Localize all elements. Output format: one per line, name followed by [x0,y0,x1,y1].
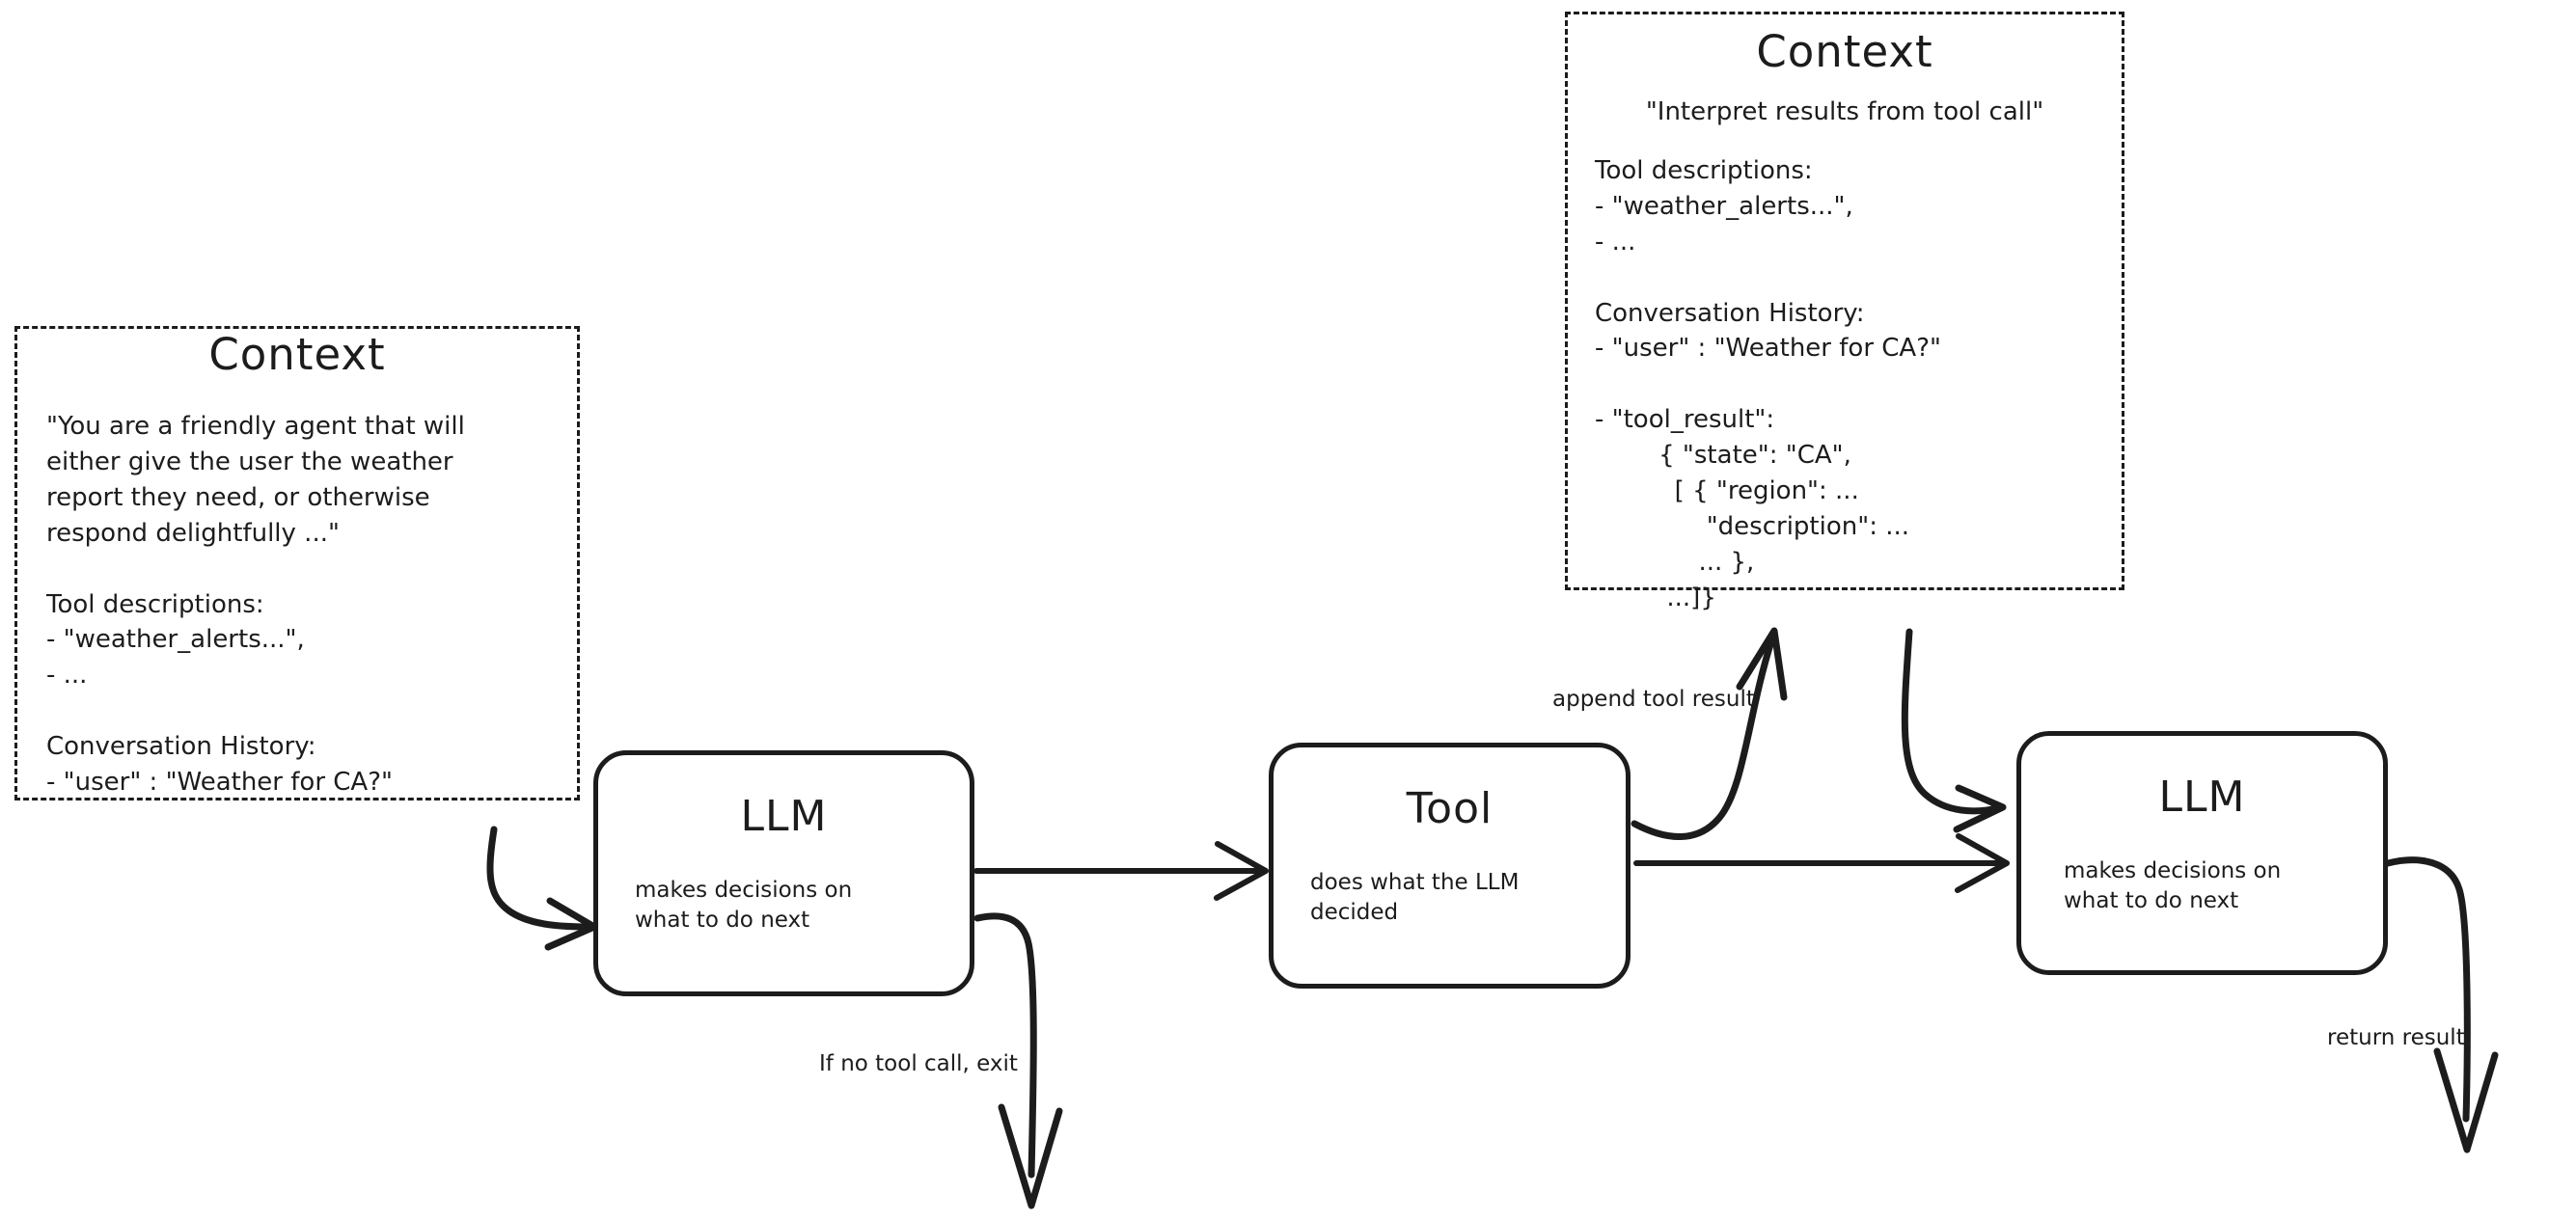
node-llm-1[interactable]: LLM makes decisions on what to do next [593,750,974,996]
context-right-quote: "Interpret results from tool call" [1645,97,2044,126]
context-box-right: Context "Interpret results from tool cal… [1565,12,2124,612]
arrow-llm2-return-result [2384,856,2499,1153]
arrow-tool-to-llm2 [1633,833,2010,893]
context-left-body: "You are a friendly agent that will eith… [46,412,465,798]
edge-label-return-result: return result [2327,1025,2465,1050]
node-llm-1-subtitle: makes decisions on what to do next [635,878,853,934]
arrow-llm1-to-tool [973,841,1269,901]
node-tool-title: Tool [1406,784,1494,833]
node-llm-2-subtitle: makes decisions on what to do next [2064,858,2282,914]
node-llm-2-title: LLM [2158,773,2246,822]
arrow-tool-to-context-right [1631,627,1788,840]
node-tool-subtitle: does what the LLM decided [1310,870,1520,926]
node-llm-2[interactable]: LLM makes decisions on what to do next [2016,731,2388,975]
node-llm-1-title: LLM [740,792,828,841]
arrow-context-left-to-llm1 [486,826,598,951]
context-right-body: Tool descriptions: - "weather_alerts..."… [1595,155,1941,612]
context-left-title: Context [208,329,386,380]
context-box-left: Context "You are a friendly agent that w… [14,326,580,800]
context-right-title: Context [1756,26,1933,77]
node-tool[interactable]: Tool does what the LLM decided [1269,743,1631,989]
edge-label-append-tool-result: append tool result [1552,687,1755,712]
arrow-context-right-to-llm2 [1901,628,2007,833]
edge-label-if-no-tool-call-exit: If no tool call, exit [819,1051,1018,1076]
